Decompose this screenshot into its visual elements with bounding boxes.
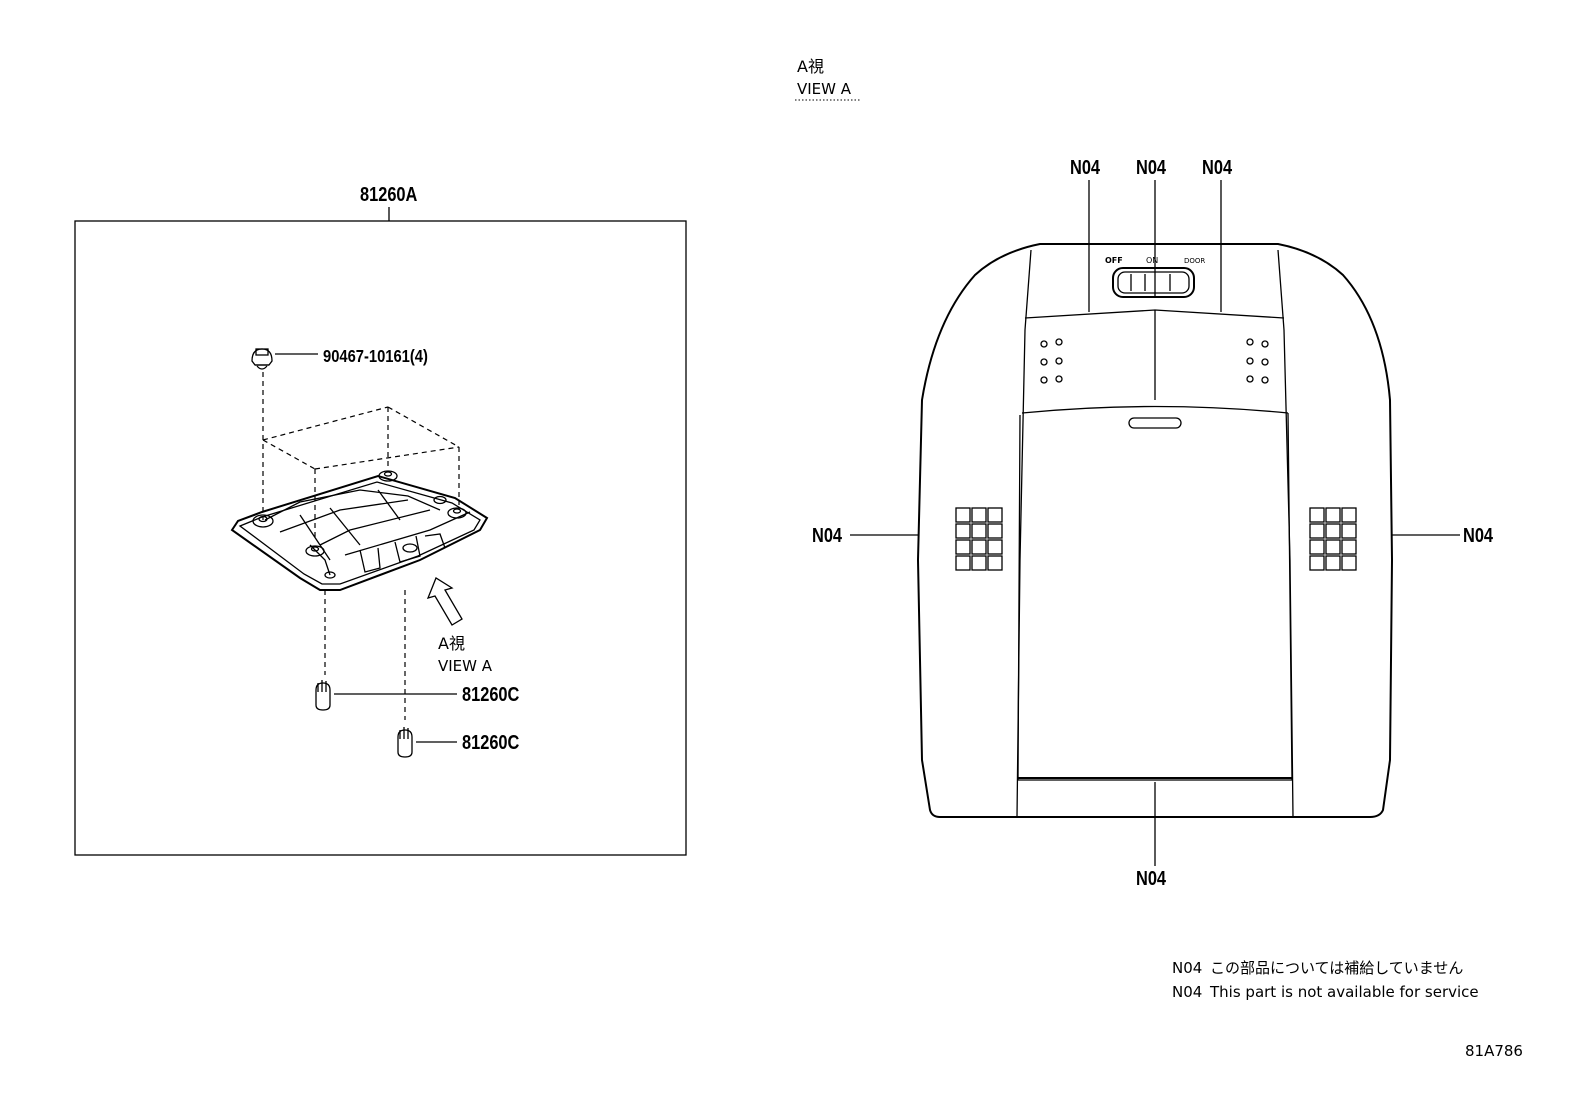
arrow-label-en: VIEW A xyxy=(438,657,493,675)
part-label-90467[interactable]: 90467-10161(4) xyxy=(323,347,428,367)
note-jp-text: この部品については補給していません xyxy=(1210,959,1463,977)
note-jp-code: N04 xyxy=(1172,959,1202,977)
note-en-text: This part is not available for service xyxy=(1209,983,1479,1001)
service-note: N04 この部品については補給していません N04 This part is n… xyxy=(1172,959,1479,1001)
part-label-81260A[interactable]: 81260A xyxy=(360,182,417,205)
callout-n04-right[interactable]: N04 xyxy=(1463,523,1494,546)
room-lamp-assembly-drawing[interactable] xyxy=(230,470,489,591)
callout-n04-top-center[interactable]: N04 xyxy=(1136,155,1167,178)
note-en-code: N04 xyxy=(1172,983,1202,1001)
callout-n04-left[interactable]: N04 xyxy=(812,523,843,546)
bulb-1-icon[interactable] xyxy=(315,680,331,711)
switch-label-on: ON xyxy=(1146,256,1158,265)
view-a-heading-en: VIEW A xyxy=(797,80,852,98)
arrow-label-jp: A視 xyxy=(438,634,465,653)
callout-n04-top-left[interactable]: N04 xyxy=(1070,155,1101,178)
view-a-heading-jp: A視 xyxy=(797,57,824,76)
part-label-81260C-1[interactable]: 81260C xyxy=(462,682,519,705)
diagram-id: 81A786 xyxy=(1465,1042,1523,1060)
lamp-face-view xyxy=(916,243,1394,818)
left-button-dots xyxy=(1040,338,1063,384)
assembly-frame xyxy=(74,220,687,856)
view-a-arrow-icon xyxy=(426,577,463,626)
callout-n04-top-right[interactable]: N04 xyxy=(1202,155,1233,178)
clip-icon[interactable] xyxy=(251,348,273,370)
lamp-switch[interactable] xyxy=(1112,267,1195,298)
install-guide-lines xyxy=(262,372,460,720)
right-button-dots xyxy=(1246,338,1269,384)
left-grille xyxy=(955,507,1003,571)
part-label-81260C-2[interactable]: 81260C xyxy=(462,730,519,753)
callout-n04-bottom[interactable]: N04 xyxy=(1136,866,1167,889)
switch-label-door: DOOR xyxy=(1184,257,1205,265)
right-grille xyxy=(1309,507,1357,571)
bulb-2-icon[interactable] xyxy=(397,727,413,758)
switch-label-off: OFF xyxy=(1105,256,1123,265)
